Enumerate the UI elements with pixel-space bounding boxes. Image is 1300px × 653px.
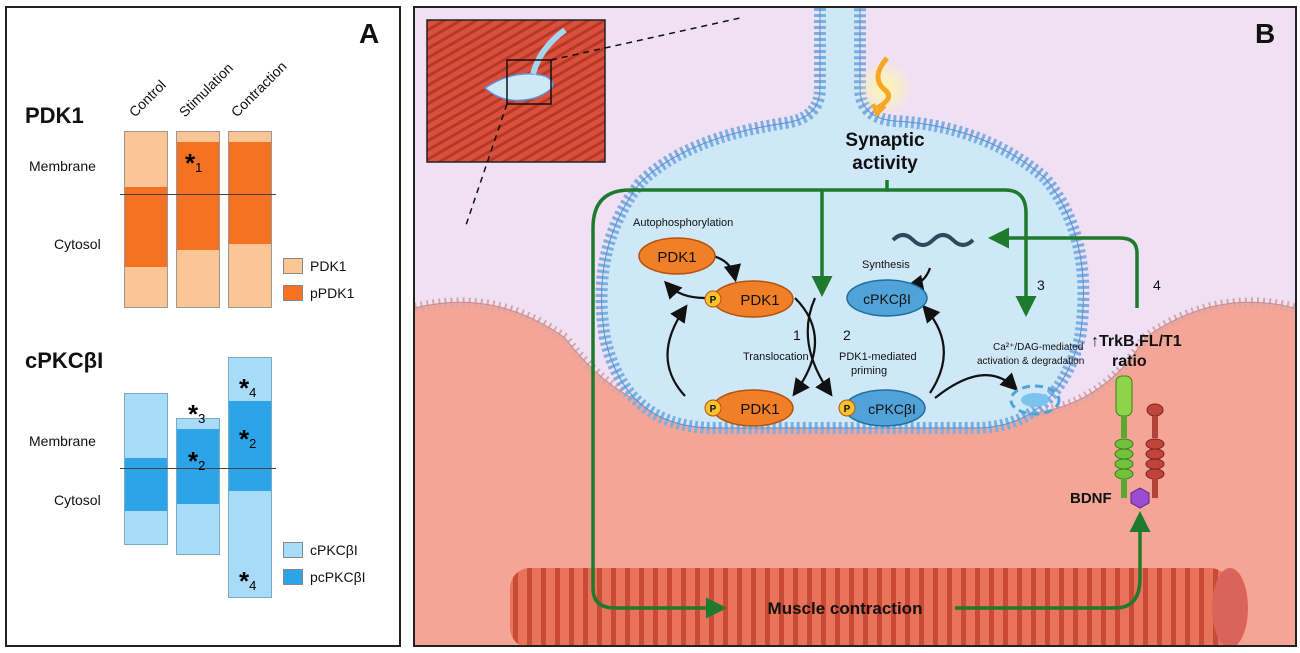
postsynaptic-muscle-region [415,302,1295,645]
pdk1-label-bottom: PDK1 [740,401,779,418]
panel-b: PDK1 PDK1 P PDK1 P cPKCβI cPKCβI P [413,6,1297,647]
synapse-diagram: PDK1 PDK1 P PDK1 P cPKCβI cPKCβI P [415,8,1295,645]
step-number-4: 4 [1153,277,1161,293]
priming-label-2: priming [851,365,887,377]
degraded-protein-icon [1009,384,1061,416]
trkb-fl-receptor [1114,375,1134,498]
action-potential-icon [875,56,892,111]
synaptic-label-1: Synaptic [845,130,925,151]
pdk1-bar-stimulation [176,131,220,308]
pkc-bar-control-phospho [125,458,167,511]
phospho-p-2: P [710,404,717,415]
pdk1-oval-phospho-bottom: PDK1 P [704,389,794,427]
pkc-membrane-label: Membrane [29,433,96,449]
translocation-label: Translocation [743,351,809,363]
muscle-fibre [510,568,1230,645]
pdk1-section-title: PDK1 [25,103,84,128]
pdk1-membrane-divider [120,194,276,195]
step-number-1: 1 [793,327,801,343]
pkc-significance-mark-4-bottom: *4 [239,566,257,596]
cpkc-oval-phospho-bottom: cPKCβI P [838,389,926,427]
column-header-contraction: Contraction [227,58,290,120]
legend-label-ppdk1: pPDK1 [310,285,355,301]
legend-swatch-pcpkc [283,569,303,585]
pdk1-cytosol-label: Cytosol [54,236,101,252]
pkc-section-title: cPKCβI [25,348,104,373]
column-header-control: Control [125,76,169,120]
pkc-significance-mark-3: *3 [188,399,206,429]
pkc-bar-control [124,393,168,545]
muscle-contraction-label: Muscle contraction [768,599,923,618]
panel-letter-a: A [359,18,380,49]
column-header-stimulation: Stimulation [175,59,236,120]
trkb-t1-receptor [1145,403,1165,498]
pdk1-label-mid: PDK1 [740,292,779,309]
synthesis-label: Synthesis [862,259,910,271]
pdk1-significance-mark: *1 [185,148,203,178]
pdk1-label-top: PDK1 [657,249,696,266]
bdnf-icon [1130,487,1150,509]
pkc-bar-stimulation-phospho [177,429,219,504]
pdk1-bar-control-phospho [125,187,167,267]
legend-swatch-pdk1 [283,258,303,274]
priming-label-1: PDK1-mediated [839,351,917,363]
inset-zoom-box [506,59,552,105]
legend-label-pcpkc: pcPKCβI [310,569,366,585]
pdk1-bar-contraction-phospho [229,142,271,244]
ca-dag-label-2: activation & degradation [977,356,1084,367]
legend-label-pdk1: PDK1 [310,258,347,274]
pkc-bar-contraction [228,357,272,598]
trkb-label-1: ↑TrkB.FL/T1 [1091,333,1182,350]
pkc-cytosol-label: Cytosol [54,492,101,508]
pdk1-bar-contraction [228,131,272,308]
pdk1-bar-stimulation-phospho [177,142,219,250]
cpkc-label-bottom: cPKCβI [868,401,916,417]
mrna-icon [891,233,975,247]
legend-swatch-ppdk1 [283,285,303,301]
step-number-2: 2 [843,327,851,343]
legend-swatch-cpkc [283,542,303,558]
pkc-significance-mark-2-contr: *2 [239,424,257,454]
pkc-bar-stimulation [176,418,220,555]
step-number-3: 3 [1037,277,1045,293]
legend-label-cpkc: cPKCβI [310,542,358,558]
panel-a: A Control Stimulation Contraction PDK1 M… [5,6,401,647]
pkc-significance-mark-2-stim: *2 [188,446,206,476]
phospho-p-3: P [844,404,851,415]
pdk1-bar-control [124,131,168,308]
synaptic-label-2: activity [852,153,918,174]
trkb-label-2: ratio [1112,353,1147,370]
pkc-membrane-divider [120,468,276,469]
pkc-bar-contraction-phospho [229,401,271,491]
panel-letter-b: B [1255,18,1276,49]
ca-dag-label-1: Ca²⁺/DAG-mediated [993,342,1083,353]
autophos-label: Autophosphorylation [633,217,733,229]
pdk1-membrane-label: Membrane [29,158,96,174]
phospho-p-1: P [710,295,717,306]
presynaptic-terminal [601,8,1084,428]
cpkc-label-top: cPKCβI [863,291,911,307]
pkc-significance-mark-4-top: *4 [239,373,257,403]
pdk1-oval-top: PDK1 [638,237,716,275]
cpkc-oval-top: cPKCβI [846,279,928,317]
bdnf-label: BDNF [1070,490,1112,507]
pdk1-oval-phospho-mid: PDK1 P [704,280,794,318]
